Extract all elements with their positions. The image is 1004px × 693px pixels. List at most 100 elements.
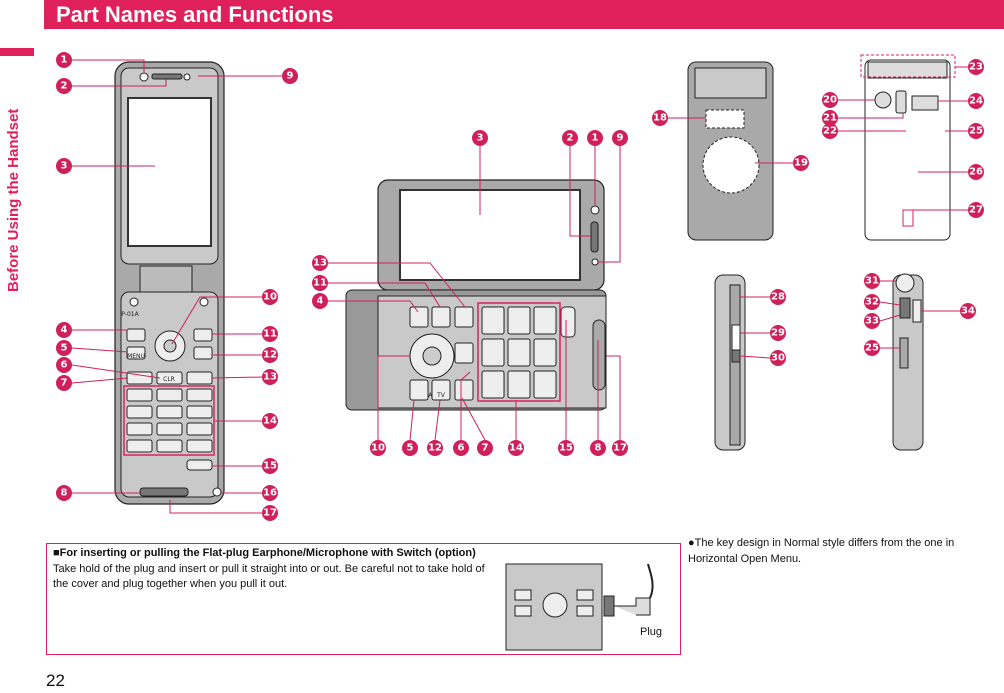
callout-2: 2 — [56, 78, 72, 94]
svg-text:34: 34 — [961, 306, 975, 317]
phone-side-left — [714, 274, 746, 451]
callout-28: 28 — [770, 289, 786, 305]
svg-text:32: 32 — [865, 297, 879, 308]
callout-5: 5 — [56, 340, 72, 356]
side-note: ●The key design in Normal style differs … — [688, 537, 955, 565]
callout-7: 7 — [56, 375, 72, 391]
svg-text:7: 7 — [61, 378, 68, 389]
phone-side-right — [892, 273, 924, 451]
svg-text:22: 22 — [823, 126, 837, 137]
svg-text:12: 12 — [428, 443, 442, 454]
callout-24: 24 — [968, 93, 984, 109]
svg-text:6: 6 — [61, 360, 68, 371]
callout-33: 33 — [864, 313, 880, 329]
callout-6: 6 — [56, 357, 72, 373]
callout-31: 31 — [864, 273, 880, 289]
callout-17: 17 — [262, 505, 278, 521]
note-box: ■For inserting or pulling the Flat-plug … — [46, 543, 681, 655]
callout-12: 12 — [262, 347, 278, 363]
svg-text:1: 1 — [592, 133, 599, 144]
svg-text:17: 17 — [613, 443, 627, 454]
svg-text:15: 15 — [559, 443, 573, 454]
svg-text:18: 18 — [653, 113, 667, 124]
callout-10b: 10 — [370, 440, 386, 456]
phone-battery-view — [860, 54, 956, 241]
phone-front-view: P-01A CLR MENU — [114, 61, 225, 505]
callout-3: 3 — [56, 158, 72, 174]
svg-text:P-01A: P-01A — [121, 311, 139, 318]
note-body: Take hold of the plug and insert or pull… — [53, 563, 485, 590]
svg-text:14: 14 — [263, 416, 277, 427]
svg-text:7: 7 — [482, 443, 489, 454]
callout-5b: 5 — [402, 440, 418, 456]
callout-6b: 6 — [453, 440, 469, 456]
plug-illustration: Plug — [505, 563, 662, 651]
section-header: Part Names and Functions — [44, 0, 1004, 29]
menu-key-label: MENU — [127, 353, 145, 360]
svg-text:25: 25 — [969, 126, 983, 137]
svg-text:8: 8 — [595, 443, 602, 454]
callout-25: 25 — [968, 123, 984, 139]
callouts: 1 2 3 4 5 6 7 8 9 10 11 12 13 14 15 16 1… — [56, 52, 984, 521]
clr-key-label: CLR — [163, 376, 175, 383]
callout-18: 18 — [652, 110, 668, 126]
callout-10: 10 — [262, 289, 278, 305]
callout-4b: 4 — [312, 293, 328, 309]
svg-text:16: 16 — [263, 488, 277, 499]
callout-8b: 8 — [590, 440, 606, 456]
callout-4: 4 — [56, 322, 72, 338]
callout-7b: 7 — [477, 440, 493, 456]
svg-text:33: 33 — [865, 316, 879, 327]
tv-key-label: TV — [436, 392, 446, 399]
svg-text:13: 13 — [313, 258, 327, 269]
svg-text:2: 2 — [567, 133, 574, 144]
side-tab-marker — [0, 48, 34, 56]
svg-text:15: 15 — [263, 461, 277, 472]
svg-text:12: 12 — [263, 350, 277, 361]
svg-text:21: 21 — [823, 113, 837, 124]
callout-30: 30 — [770, 350, 786, 366]
svg-text:4: 4 — [61, 325, 68, 336]
callout-21: 21 — [822, 110, 838, 126]
svg-text:4: 4 — [317, 296, 324, 307]
svg-text:20: 20 — [823, 95, 837, 106]
callout-16: 16 — [262, 485, 278, 501]
callout-12b: 12 — [427, 440, 443, 456]
callout-2b: 2 — [562, 130, 578, 146]
svg-text:6: 6 — [458, 443, 465, 454]
section-title: Part Names and Functions — [56, 2, 334, 27]
callout-14: 14 — [262, 413, 278, 429]
svg-text:24: 24 — [969, 96, 983, 107]
callout-15: 15 — [262, 458, 278, 474]
svg-text:31: 31 — [865, 276, 879, 287]
svg-text:9: 9 — [617, 133, 624, 144]
svg-text:5: 5 — [407, 443, 414, 454]
phone-horizontal-view: AF TV — [345, 179, 607, 411]
svg-text:25: 25 — [865, 343, 879, 354]
svg-text:30: 30 — [771, 353, 785, 364]
svg-text:14: 14 — [509, 443, 523, 454]
callout-20: 20 — [822, 92, 838, 108]
callout-9b: 9 — [612, 130, 628, 146]
callout-25b: 25 — [864, 340, 880, 356]
callout-11: 11 — [262, 326, 278, 342]
svg-text:13: 13 — [263, 372, 277, 383]
callout-27: 27 — [968, 202, 984, 218]
svg-text:23: 23 — [969, 62, 983, 73]
page-number: 22 — [46, 671, 65, 690]
svg-text:17: 17 — [263, 508, 277, 519]
svg-text:5: 5 — [61, 343, 68, 354]
callout-13b: 13 — [312, 255, 328, 271]
svg-text:11: 11 — [313, 278, 327, 289]
callout-3b: 3 — [472, 130, 488, 146]
svg-text:10: 10 — [371, 443, 385, 454]
callout-23: 23 — [968, 59, 984, 75]
svg-text:28: 28 — [771, 292, 785, 303]
svg-text:3: 3 — [61, 161, 68, 172]
plug-label: Plug — [640, 626, 662, 638]
callout-1b: 1 — [587, 130, 603, 146]
callout-11b: 11 — [312, 275, 328, 291]
note-title: ■For inserting or pulling the Flat-plug … — [53, 547, 476, 559]
svg-text:29: 29 — [771, 328, 785, 339]
